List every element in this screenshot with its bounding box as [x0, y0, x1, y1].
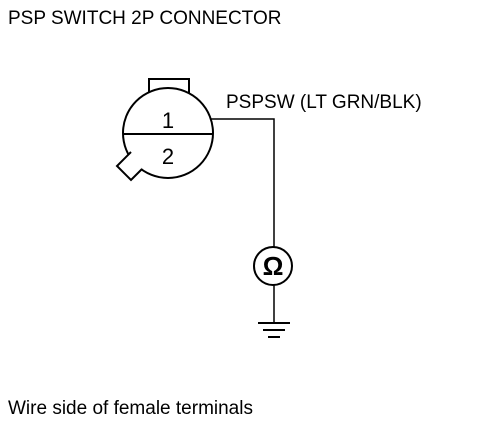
diagram-title: PSP SWITCH 2P CONNECTOR [8, 8, 281, 29]
connector-key-notch [115, 151, 143, 182]
connector-2p: 1 2 [115, 78, 214, 182]
wire-pspsw [210, 118, 275, 247]
wire-label: PSPSW (LT GRN/BLK) [226, 92, 422, 113]
ohm-icon: Ω [263, 251, 284, 281]
ohmmeter: Ω [253, 246, 293, 286]
diagram-caption: Wire side of female terminals [8, 398, 253, 419]
connector-pin-1: 1 [162, 108, 174, 133]
ohmmeter-circle [253, 246, 293, 286]
connector-pin-2: 2 [162, 144, 174, 169]
ground-icon [258, 322, 290, 338]
